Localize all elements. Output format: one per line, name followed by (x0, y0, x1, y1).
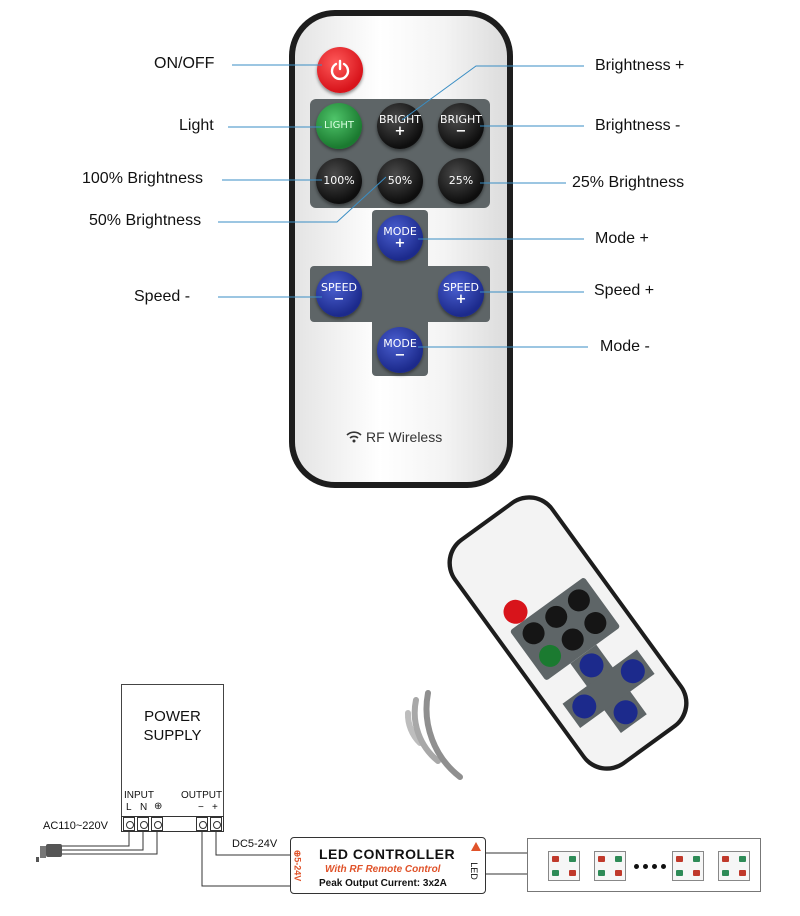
callout-speed-plus: Speed + (594, 282, 655, 299)
warning-icon (471, 842, 481, 851)
callout-brightness-minus: Brightness - (595, 117, 681, 134)
brightness-100-button[interactable]: 100% (316, 158, 362, 204)
rf-wireless-text: RF Wireless (366, 429, 443, 445)
terminal-plus-label: + (212, 802, 218, 813)
callout-light: Light (179, 117, 214, 134)
wireless-icon (346, 431, 362, 443)
power-supply-title: POWER SUPPLY (122, 707, 223, 745)
brightness-minus-label: BRIGHT (440, 113, 482, 126)
controller-led-label: LED (468, 862, 479, 880)
brightness-50-label: 50% (387, 174, 413, 187)
brightness-25-label: 25% (448, 174, 474, 187)
terminal-n (137, 817, 149, 831)
callout-brightness-plus: Brightness + (595, 57, 685, 74)
speed-minus-button[interactable]: SPEED − (316, 271, 362, 317)
terminal-n-label: N (140, 802, 148, 813)
terminal-minus (196, 817, 208, 831)
speed-plus-sign: + (455, 292, 467, 307)
led-strip (527, 838, 761, 892)
led-chip (594, 851, 626, 881)
terminal-minus-label: − (198, 802, 204, 813)
dc-voltage-label: DC5-24V (232, 838, 278, 850)
brightness-minus-button[interactable]: BRIGHT − (438, 103, 484, 149)
callout-on-off: ON/OFF (154, 55, 215, 72)
strip-continuation-dot (661, 864, 666, 869)
terminal-ground-label: ⊕ (154, 801, 163, 812)
controller-title: LED CONTROLLER (319, 846, 456, 862)
brightness-100-label: 100% (323, 174, 355, 187)
brightness-plus-label: BRIGHT (379, 113, 421, 126)
brightness-minus-sign: − (455, 124, 467, 139)
controller-subtitle: With RF Remote Control (325, 864, 441, 875)
terminal-ground (151, 817, 163, 831)
power-supply-line2: SUPPLY (143, 727, 202, 744)
callout-line-bright-plus (401, 65, 584, 121)
mode-minus-label: MODE (383, 337, 417, 350)
speed-plus-label: SPEED (443, 281, 479, 294)
callout-speed-minus: Speed - (134, 288, 191, 305)
tilted-remote-illustration (404, 495, 689, 780)
callout-mode-minus: Mode - (600, 338, 650, 355)
light-button[interactable]: LIGHT (316, 103, 362, 149)
mode-plus-label: MODE (383, 225, 417, 238)
led-chip (718, 851, 750, 881)
speed-plus-button[interactable]: SPEED + (438, 271, 484, 317)
led-chip (548, 851, 580, 881)
controller-peak-current: Peak Output Current: 3x2A (319, 878, 447, 889)
brightness-25-button[interactable]: 25% (438, 158, 484, 204)
led-controller: ⊕5-24V LED CONTROLLER With RF Remote Con… (290, 837, 486, 894)
speed-minus-label: SPEED (321, 281, 357, 294)
strip-continuation-dot (643, 864, 648, 869)
output-label: OUTPUT (181, 790, 223, 801)
callout-brightness-50: 50% Brightness (89, 212, 202, 229)
input-label: INPUT (124, 790, 154, 801)
controller-input-label: ⊕5-24V (292, 849, 303, 882)
brightness-50-button[interactable]: 50% (377, 158, 423, 204)
led-chip (672, 851, 704, 881)
terminal-l-label: L (126, 802, 132, 813)
callout-brightness-100: 100% Brightness (82, 170, 203, 187)
terminal-plus (210, 817, 222, 831)
controller-input-side: ⊕5-24V (292, 842, 309, 891)
controller-output-side: LED (469, 842, 483, 891)
callout-line-50 (218, 176, 387, 223)
power-supply-box: POWER SUPPLY (121, 684, 224, 832)
power-supply-line1: POWER (144, 708, 201, 725)
mode-plus-sign: + (394, 236, 406, 251)
brightness-plus-sign: + (394, 124, 406, 139)
speed-minus-sign: − (333, 292, 345, 307)
power-button[interactable] (317, 47, 363, 93)
light-button-label: LIGHT (324, 120, 354, 131)
callout-lines (218, 64, 588, 348)
strip-continuation-dot (652, 864, 657, 869)
mode-plus-button[interactable]: MODE + (377, 215, 423, 261)
mode-minus-button[interactable]: MODE − (377, 327, 423, 373)
rf-wireless-label: RF Wireless (346, 429, 442, 445)
wiring-lines (36, 832, 527, 887)
ac-voltage-label: AC110~220V (43, 820, 108, 832)
callout-brightness-25: 25% Brightness (572, 174, 685, 191)
mode-minus-sign: − (394, 348, 406, 363)
strip-continuation-dot (634, 864, 639, 869)
power-icon (330, 59, 350, 81)
terminal-l (123, 817, 135, 831)
callout-mode-plus: Mode + (595, 230, 649, 247)
